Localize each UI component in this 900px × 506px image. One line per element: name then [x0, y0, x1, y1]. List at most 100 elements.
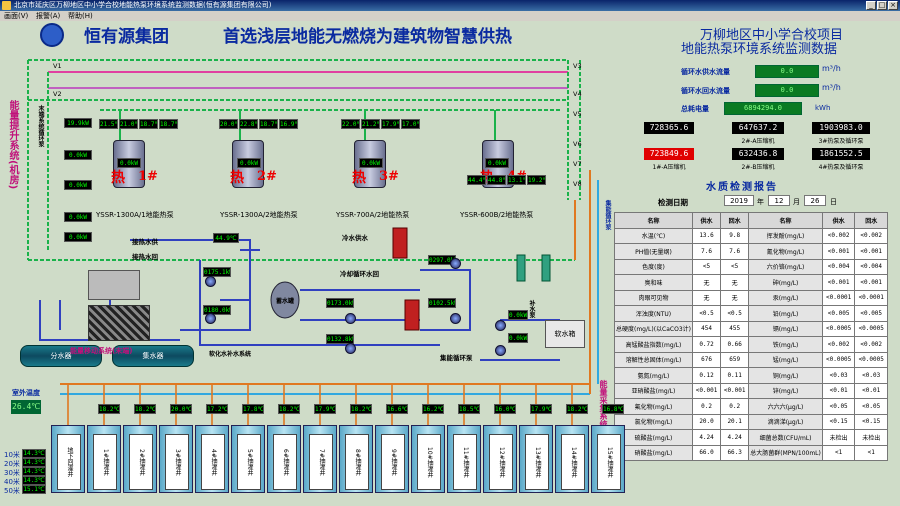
- valve-v4[interactable]: V4: [573, 90, 582, 98]
- heat-pump-temperature: 18.7℃: [139, 119, 158, 129]
- well-temperature: 18.2℃: [350, 404, 372, 414]
- well-14[interactable]: 14#抽灌井: [555, 425, 589, 493]
- valve-v5[interactable]: V5: [573, 110, 582, 118]
- company-logo: [40, 23, 64, 47]
- well-label: 11#抽灌井: [453, 434, 477, 490]
- mid-reading-4: 0173.0kW: [326, 298, 354, 308]
- heat-pump-temperature: 18.7℃: [259, 119, 278, 129]
- well-10[interactable]: 10#抽灌井: [411, 425, 445, 493]
- distributor[interactable]: 分水器: [20, 345, 102, 367]
- minimize-button[interactable]: _: [866, 1, 876, 10]
- supply-heat-label: 接热水供: [132, 238, 158, 246]
- meter-2-label: 2#-A压缩机: [741, 138, 775, 145]
- heat-pump-temperature: 44.4℃: [467, 175, 486, 185]
- well-temperature: 17.9℃: [530, 404, 552, 414]
- valve-v2[interactable]: V2: [53, 90, 62, 98]
- well-2[interactable]: 2#抽灌井: [123, 425, 157, 493]
- well-label: 7#抽灌井: [309, 434, 333, 490]
- report-item-value: 0.66: [720, 336, 750, 353]
- report-item-value: 9.8: [720, 227, 750, 244]
- project-subtitle: 地能热泵环境系统监测数据: [681, 42, 838, 57]
- well-temperature: 17.8℃: [242, 404, 264, 414]
- makeup-pump-icon[interactable]: [495, 320, 506, 331]
- well-4[interactable]: 4#抽灌井: [195, 425, 229, 493]
- report-month: 12: [768, 195, 790, 206]
- valve-v7[interactable]: V7: [573, 160, 582, 168]
- well-temperature: 18.2℃: [278, 404, 300, 414]
- circulation-pump-icon[interactable]: [205, 313, 216, 324]
- collector[interactable]: 集水器: [112, 345, 194, 367]
- well-13[interactable]: 13#抽灌井: [519, 425, 553, 493]
- maximize-button[interactable]: □: [877, 1, 887, 10]
- depth-label: 40米: [4, 478, 20, 486]
- left-reading-3: 0.0kW: [64, 180, 92, 190]
- return-heat-label: 接热水回: [132, 253, 158, 261]
- well-9[interactable]: 9#抽灌井: [375, 425, 409, 493]
- supply-flow-label: 循环水供水流量: [681, 68, 730, 76]
- heat-pump-4-model: YSSR-600B/2地能热泵: [460, 211, 534, 219]
- well-7[interactable]: 7#抽灌井: [303, 425, 337, 493]
- heat-pump-temperature: 22.0℃: [341, 119, 360, 129]
- report-header-cell: 名称: [614, 212, 693, 229]
- mid-reading-3: 0180.0kW: [203, 305, 231, 315]
- well-5[interactable]: 5#抽灌井: [231, 425, 265, 493]
- heat-pump-power: 0.0kW: [237, 158, 261, 168]
- meter-2: 647637.2: [732, 122, 784, 134]
- end-loop-label: 末端系统循环泵: [37, 105, 44, 147]
- well-6[interactable]: 6#抽灌井: [267, 425, 301, 493]
- valve-v3[interactable]: V3: [573, 62, 582, 70]
- menu-view[interactable]: 画面(V): [4, 12, 29, 20]
- well-0[interactable]: 地下回灌井: [51, 425, 85, 493]
- left-reading-2: 0.0kW: [64, 150, 92, 160]
- mid-reading-1: 44.9℃: [213, 233, 239, 243]
- well-label: 14#抽灌井: [561, 434, 585, 490]
- well-15[interactable]: 15#抽灌井: [591, 425, 625, 493]
- depth-temperature: 14.3℃: [22, 476, 46, 485]
- report-item-value: <0.001: [821, 274, 856, 291]
- left-reading-5: 0.0kW: [64, 232, 92, 242]
- depth-temperature: 14.3℃: [22, 458, 46, 467]
- report-item-value: 4.24: [720, 429, 750, 446]
- auto-water-label: 软化水补水系统: [209, 351, 252, 358]
- company-name: 恒有源集团: [84, 27, 169, 47]
- valve-v6[interactable]: V6: [573, 140, 582, 148]
- heat-pump-temperature: 21.2℃: [361, 119, 380, 129]
- day-unit: 日: [830, 198, 837, 206]
- circulation-pump-icon[interactable]: [205, 276, 216, 287]
- well-12[interactable]: 12#抽灌井: [483, 425, 517, 493]
- well-label: 10#抽灌井: [417, 434, 441, 490]
- well-11[interactable]: 11#抽灌井: [447, 425, 481, 493]
- report-row: 肉眼可见物无无汞(mg/L)<0.0001<0.0001: [614, 289, 888, 306]
- well-temperature: 17.9℃: [314, 404, 336, 414]
- well-temperature: 18.2℃: [134, 404, 156, 414]
- mid-reading-5: 0132.8kW: [326, 334, 354, 344]
- valve-v1[interactable]: V1: [53, 62, 62, 70]
- report-item-value: 659: [720, 351, 750, 368]
- well-label: 4#抽灌井: [201, 434, 225, 490]
- meter-4-label: 1#-A压缩机: [652, 164, 686, 171]
- report-item-value: <0.15: [854, 413, 888, 430]
- menu-help[interactable]: 帮助(H): [68, 12, 93, 20]
- circulation-pump-icon[interactable]: [450, 313, 461, 324]
- report-item-value: 455: [720, 320, 750, 337]
- meter-5: 632436.8: [732, 148, 784, 160]
- menu-alarm[interactable]: 报警(A): [36, 12, 61, 20]
- makeup-pump-icon[interactable]: [495, 345, 506, 356]
- depth-temperature: 14.3℃: [22, 467, 46, 476]
- circulation-pump-icon[interactable]: [450, 258, 461, 269]
- circulation-pump-icon[interactable]: [345, 343, 356, 354]
- valve-v8[interactable]: V8: [573, 180, 582, 188]
- heat-pump-temperature: 22.8℃: [239, 119, 258, 129]
- well-3[interactable]: 3#抽灌井: [159, 425, 193, 493]
- circulation-pump-icon[interactable]: [345, 313, 356, 324]
- well-8[interactable]: 8#抽灌井: [339, 425, 373, 493]
- project-name: 万柳地区中小学合校项目: [700, 28, 844, 43]
- report-item-value: 0.2: [720, 398, 750, 415]
- depth-temperature: 14.3℃: [22, 449, 46, 458]
- well-1[interactable]: 1#抽灌井: [87, 425, 121, 493]
- close-button[interactable]: ×: [888, 1, 898, 10]
- soft-water-tank[interactable]: 软水箱: [545, 320, 585, 348]
